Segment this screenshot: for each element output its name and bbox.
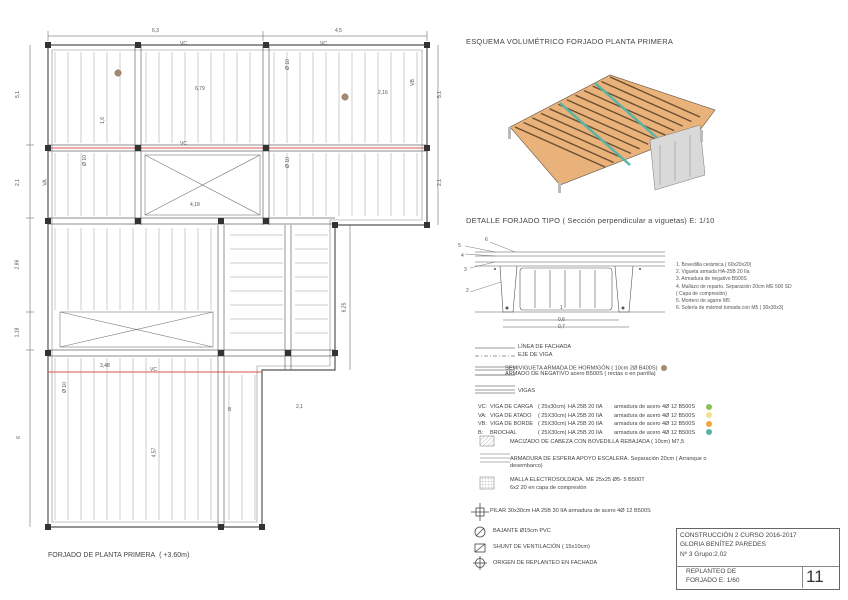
dim-left-4: 1,18 [14, 327, 21, 338]
detail-num-2: 2 [466, 288, 469, 294]
note-1: 1. Bovedilla cerámica ( 60x20x20) [676, 262, 752, 268]
plan-title: FORJADO DE PLANTA PRIMERA ( +3.60m) [48, 552, 190, 559]
note-6: 6. Solería de mármol tomada con M5 ( 30x… [676, 305, 784, 312]
legend-espera: ARMADURA DE ESPERA APOYO ESCALERA. Separ… [510, 456, 707, 469]
hole-label-4: Ø 10 [61, 382, 68, 393]
detail-num-3: 3 [464, 267, 467, 273]
group-line: Nº 3 Grupo:2.02 [680, 551, 727, 558]
sheet-number-box [802, 566, 839, 588]
beam-vc-2: VC [320, 41, 327, 47]
note-3: 3. Armadura de negativo B500S [676, 276, 747, 283]
legend-vigas: VIGAS [518, 388, 536, 394]
detail-num-1: 1 [560, 305, 563, 311]
vb-color-dot [706, 420, 712, 427]
legend-eje: EJE DE VIGA [518, 352, 553, 358]
note-4: 4. Mallazo de reparto. Separación 20cm M… [676, 283, 792, 290]
dim-left-3: 2,86 [14, 259, 21, 270]
detail-title: DETALLE FORJADO TIPO ( Sección perpendic… [466, 216, 715, 225]
hole-label-3: Ø 10 [284, 157, 291, 168]
dim-top-left: 6,3 [152, 28, 159, 34]
legend-origen: ORIGEN DE REPLANTEO EN FACHADA [493, 560, 598, 566]
legend-negativo: ARMADO DE NEGATIVO acero B500S ( rectas … [505, 371, 656, 377]
legend-semivigueta: SEMIVIGUETA ARMADA DE HORMIGÓN ( 10cm 2Ø… [505, 365, 668, 372]
dim-right-3: 6,25 [341, 302, 348, 313]
author-line: GLORIA BENÍTEZ PAREDES [680, 541, 766, 548]
volumetric-drawing [508, 74, 716, 193]
dim-right-2: 2,1 [436, 179, 443, 186]
legend-fachada: LÍNEA DE FACHADA [518, 344, 572, 350]
sheet-number: 11 [806, 567, 824, 586]
note-4b: ( Capa de compresión) [676, 290, 727, 297]
note-2: 2. Vigueta armada HA-25B 20 IIa [676, 269, 750, 276]
detail-dim-2: 0,7 [558, 324, 565, 330]
va-color-dot [706, 412, 712, 419]
detail-dim-1: 0,6 [558, 317, 565, 323]
detail-notes: 1. Bovedilla cerámica ( 60x20x20) 2. Vig… [676, 262, 792, 312]
dim-span-d: 2,16 [378, 90, 388, 96]
dim-top-right: 4,5 [335, 28, 342, 34]
detail-num-5: 5 [458, 243, 461, 249]
beam-va: VA [42, 179, 49, 186]
legend-bajante: BAJANTE Ø15cm PVC [493, 528, 551, 534]
legend-pilar: PILAR 30x30cm HA 25B 30 IIA armadura de … [490, 508, 651, 514]
dim-span-a: 6,79 [195, 86, 205, 92]
detail-section [464, 241, 665, 328]
detail-num-4: 4 [461, 253, 464, 259]
dim-span-b: 4,18 [190, 202, 200, 208]
dim-span-f: 4,57 [151, 447, 158, 458]
beam-vc-1: VC [180, 41, 187, 47]
course-line: CONSTRUCCIÓN 2 CURSO 2016-2017 [680, 532, 797, 539]
vc-color-dot [706, 403, 712, 410]
dim-left-5: 6 [15, 436, 22, 439]
beam-vc-4: VC [150, 367, 157, 373]
beam-b: B [228, 407, 232, 413]
legend-shunt: SHUNT DE VENTILACIÓN ( 15x10cm) [493, 544, 590, 550]
sheet-title-2: FORJADO E: 1/60 [686, 577, 740, 584]
dim-left-2: 2,1 [14, 179, 21, 186]
volumetric-title: ESQUEMA VOLUMÉTRICO FORJADO PLANTA PRIME… [466, 37, 674, 46]
legend-malla: MALLA ELECTROSOLDADA. ME 25x25 Ø5- 5 B50… [510, 477, 645, 483]
legend-malla-2: 6x2 20 en capa de compresión [510, 485, 587, 491]
dim-left-1: 5,1 [14, 91, 21, 98]
floor-plan [26, 31, 439, 530]
legend-macizado: MACIZADO DE CABEZA CON BOVEDILLA REBAJAD… [510, 439, 685, 445]
b-color-dot [706, 429, 712, 436]
beam-vb: VB [409, 79, 416, 86]
legend-semivigueta-dot [661, 365, 668, 371]
dim-span-g: 2,1 [296, 404, 303, 410]
title-block [676, 528, 840, 590]
beam-vc-3: VC [180, 141, 187, 147]
note-5: 5. Mortero de agarre M5 [676, 298, 730, 305]
hole-label-1: Ø 10 [81, 155, 88, 166]
dim-span-c: 3,48 [100, 363, 110, 369]
hole-label-2: Ø 10 [284, 59, 291, 70]
plan-level: ( +3.60m) [159, 552, 190, 559]
dim-right-1: 5,1 [436, 91, 443, 98]
sheet-title-1: REPLANTEO DE [686, 568, 737, 575]
title-block-divider [676, 566, 839, 567]
dim-span-e: 1,6 [99, 117, 106, 124]
legend-symbols [471, 347, 515, 570]
detail-num-6: 6 [485, 237, 488, 243]
